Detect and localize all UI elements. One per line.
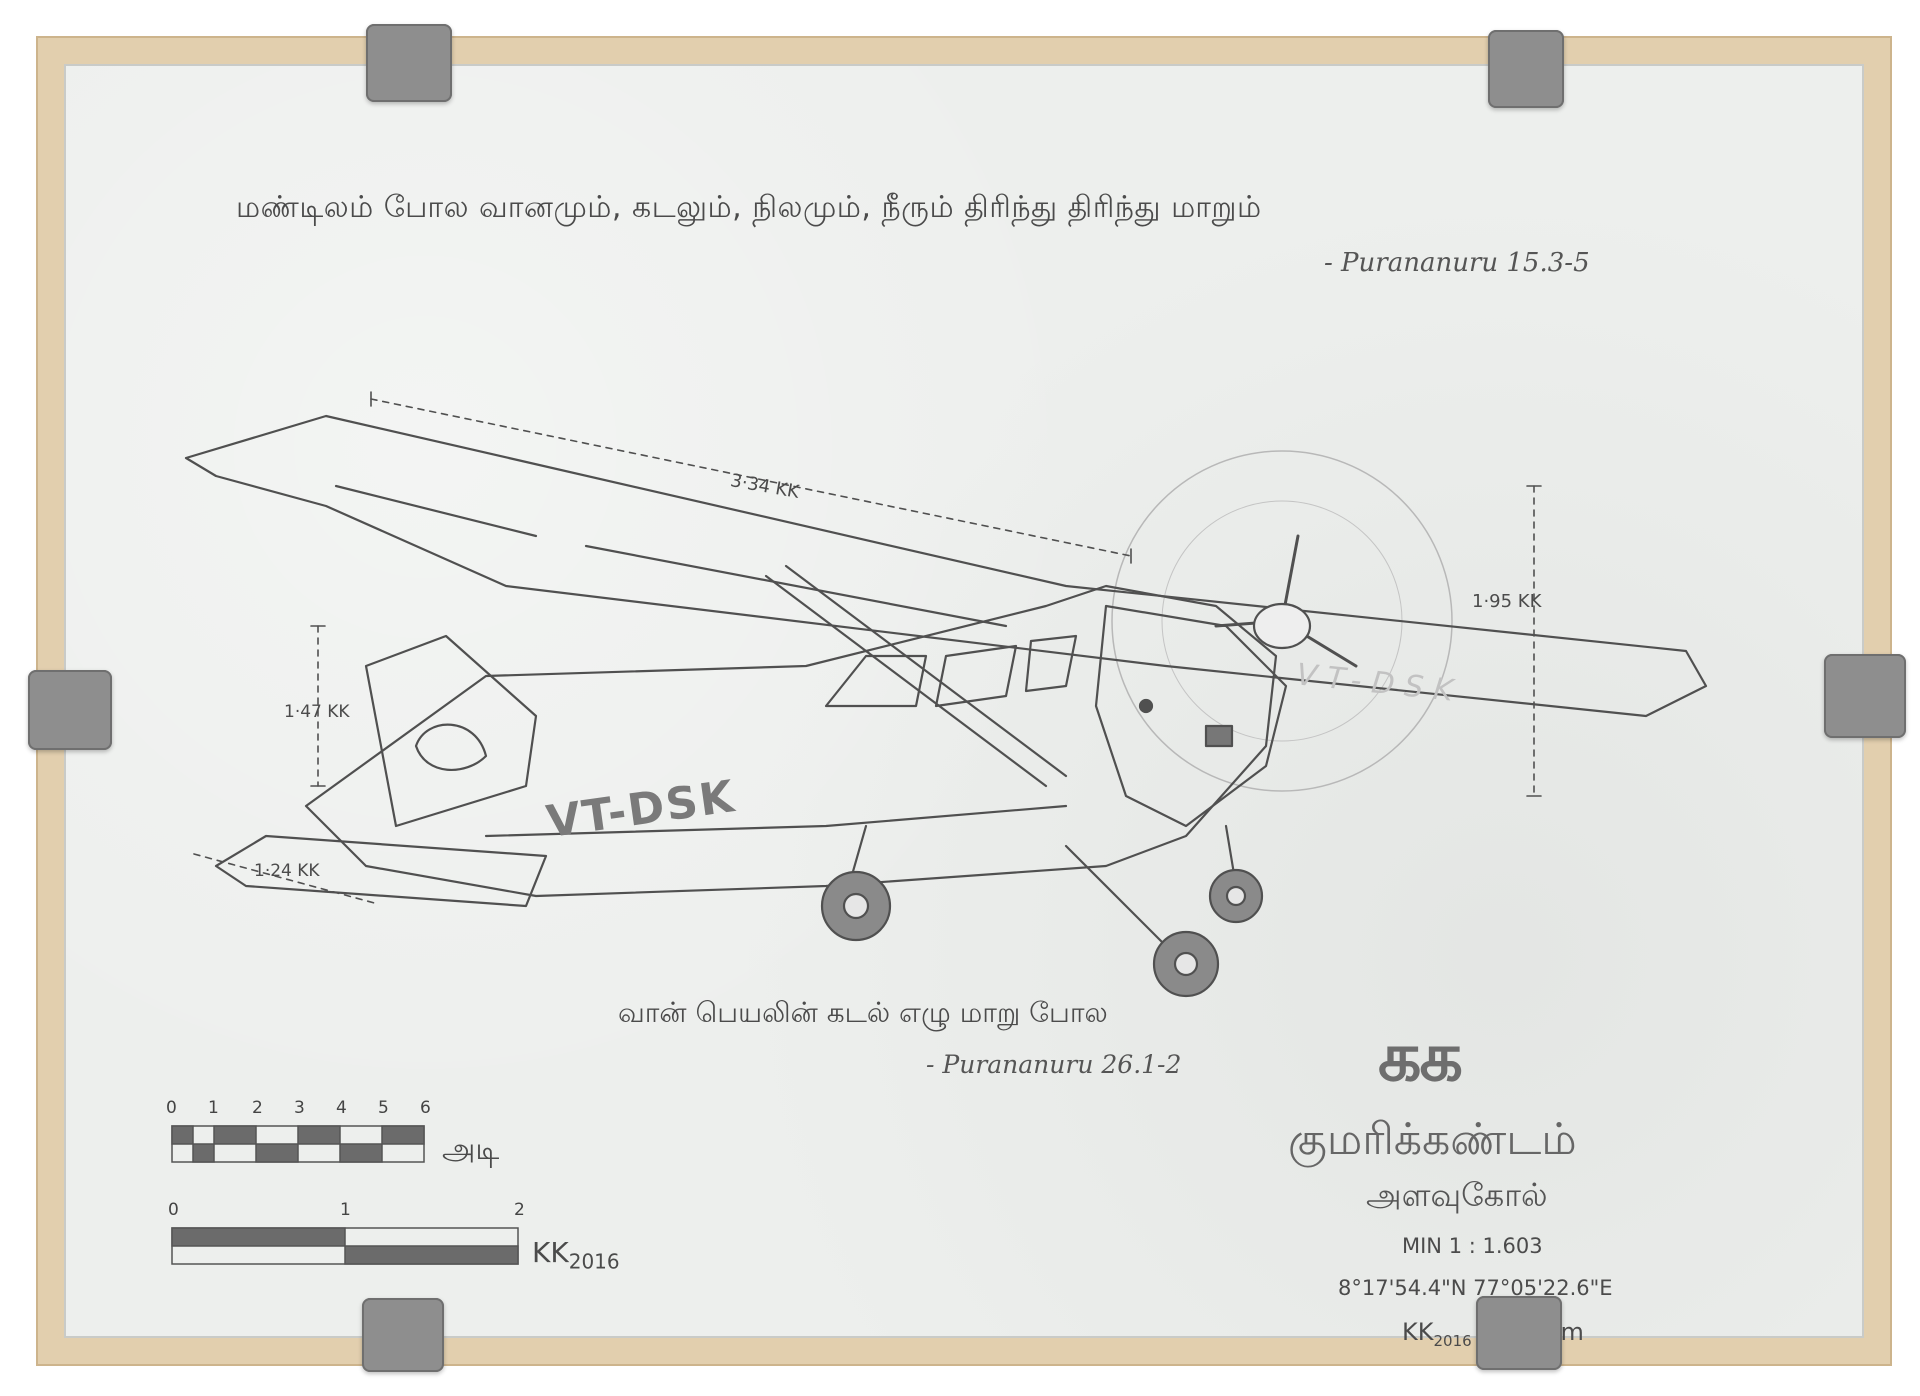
emblem-ratio: MIN 1 : 1.603 (1402, 1234, 1543, 1258)
frame-clip-left (28, 670, 112, 750)
frame-clip-top-right (1488, 30, 1564, 108)
scale-tick-label: 5 (378, 1098, 389, 1118)
cabin-window (824, 654, 928, 708)
emblem-coords: 8°17'54.4"N 77°05'22.6"E (1338, 1276, 1613, 1300)
cabin-window (934, 644, 1018, 708)
frame-clip-bottom-left (362, 1298, 444, 1372)
dimension-wingspan-line (370, 398, 1132, 557)
paper-artwork: மண்டிலம் போல வானமும், கடலும், நிலமும், ந… (64, 64, 1864, 1350)
quote-top-text: மண்டிலம் போல வானமும், கடலும், நிலமும், ந… (236, 190, 1262, 225)
scale-tick-label: 2 (252, 1098, 263, 1118)
dimension-tailplane-label: 1·24 KK (254, 861, 320, 881)
scale-bar-feet: 0 1 2 3 4 5 6 அடி (166, 1098, 499, 1167)
main-wing (184, 414, 1708, 718)
scale-tick-label: 4 (336, 1098, 347, 1118)
scale-tick-label: 2 (514, 1200, 525, 1220)
scale-tick-label: 0 (168, 1200, 179, 1220)
scale-tick-label: 3 (294, 1098, 305, 1118)
cabin-window (1024, 634, 1078, 693)
scale-kk-unit-main: KK (532, 1236, 569, 1269)
scale-kk-unit: KK2016 (532, 1236, 620, 1274)
emblem-logo: கக (1378, 1018, 1463, 1097)
scale-tick-label: 6 (420, 1098, 431, 1118)
emblem-subtitle: அளவுகோல் (1366, 1176, 1548, 1214)
emblem-equation-sub: 2016 (1433, 1331, 1472, 1350)
scale-feet-unit: அடி (442, 1132, 500, 1167)
dimension-tail-label: 1·47 KK (284, 702, 350, 722)
frame-clip-top-left (366, 24, 452, 102)
dimension-tailplane-line (193, 853, 379, 905)
quote-top-citation: - Purananuru 15.3-5 (1324, 248, 1590, 278)
tail-fin (364, 634, 538, 828)
scale-tick-label: 0 (166, 1098, 177, 1118)
scale-tick-label: 1 (340, 1200, 351, 1220)
quote-bottom-text: வான் பெயலின் கடல் எழு மாறு போல (618, 996, 1108, 1029)
propeller-disc (1111, 450, 1453, 792)
emblem-equation-main: KK (1402, 1318, 1434, 1346)
engine-cowl (1094, 604, 1288, 828)
quote-bottom-citation: - Purananuru 26.1-2 (926, 1050, 1182, 1079)
aircraft-sketch (184, 391, 1708, 998)
frame-clip-bottom-right (1476, 1296, 1562, 1370)
frame-clip-right (1824, 654, 1906, 738)
emblem-title: குமரிக்கண்டம் (1288, 1114, 1577, 1165)
wing-strut (764, 574, 1048, 788)
scale-bar-kk: 0 1 2 KK2016 (168, 1200, 630, 1274)
scale-tick-label: 1 (208, 1098, 219, 1118)
horizontal-stabilizer (214, 834, 548, 908)
fuselage (304, 584, 1278, 898)
dimension-height-label: 1·95 KK (1472, 591, 1542, 612)
scale-kk-unit-sub: 2016 (568, 1249, 620, 1274)
wooden-frame: மண்டிலம் போல வானமும், கடலும், நிலமும், ந… (36, 36, 1892, 1366)
